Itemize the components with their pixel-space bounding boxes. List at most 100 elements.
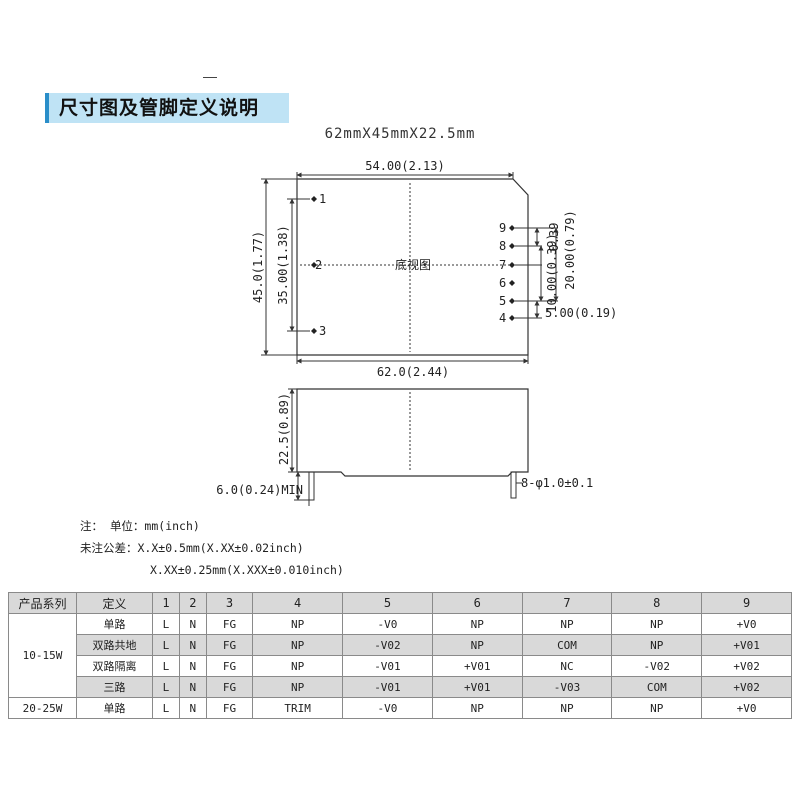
pin-label-5: 5 xyxy=(499,294,506,308)
dimension-drawing: 1 2 3 9 8 7 6 5 4 54.00(2.13) 62.0(2.44)… xyxy=(216,159,617,506)
pin-cell: FG xyxy=(205,634,254,656)
pin-marker-3 xyxy=(311,328,317,334)
notes-tolerance-label: 未注公差： xyxy=(80,541,138,555)
dim-pin-length-label: 6.0(0.24)MIN xyxy=(216,483,303,497)
pin-cell: +V02 xyxy=(701,676,792,698)
notes-tolerance-2: X.XX±0.25mm(X.XXX±0.010inch) xyxy=(150,563,344,577)
definition-cell: 单路 xyxy=(76,613,153,635)
pin-cell: N xyxy=(178,613,207,635)
dim-left-inner-label: 35.00(1.38) xyxy=(276,225,290,304)
pin-cell: -V02 xyxy=(342,634,433,656)
header-pin-3: 3 xyxy=(205,592,254,614)
pin-label-7: 7 xyxy=(499,258,506,272)
header-pin-5: 5 xyxy=(342,592,433,614)
pin-cell: +V01 xyxy=(431,655,523,677)
header-definition: 定义 xyxy=(76,592,153,614)
pin-label-8: 8 xyxy=(499,239,506,253)
pin-cell: COM xyxy=(611,676,703,698)
pin-cell: -V01 xyxy=(342,676,433,698)
bottom-view-outline xyxy=(296,178,529,356)
pin-marker-5 xyxy=(509,298,515,304)
side-view-outline xyxy=(296,388,529,477)
series-cell: 10-15W xyxy=(8,613,77,698)
pin-cell: L xyxy=(152,613,180,635)
header-pin-1: 1 xyxy=(152,592,180,614)
pin-label-1: 1 xyxy=(319,192,326,206)
definition-cell: 双路隔离 xyxy=(76,655,153,677)
pin-cell: L xyxy=(152,676,180,698)
pin-cell: FG xyxy=(205,676,254,698)
dim-pitch-label: 5.00(0.19) xyxy=(545,306,617,320)
dim-top-label: 54.00(2.13) xyxy=(365,159,444,173)
table-header-row: 产品系列 定义 1 2 3 4 5 6 7 8 9 xyxy=(8,592,792,614)
pin-cell: +V0 xyxy=(701,613,792,635)
top-dash xyxy=(203,77,217,78)
header-pin-8: 8 xyxy=(611,592,703,614)
definition-cell: 双路共地 xyxy=(76,634,153,656)
pin-cell: -V0 xyxy=(342,613,433,635)
dim-right-outer-label: 20.00(0.79) xyxy=(563,210,577,289)
header-pin-6: 6 xyxy=(431,592,523,614)
pin-cell: L xyxy=(152,634,180,656)
pin-cell: +V01 xyxy=(431,676,523,698)
pin-cell: NP xyxy=(431,697,523,719)
dim-left-outer-label: 45.0(1.77) xyxy=(251,231,265,303)
header-pin-7: 7 xyxy=(521,592,613,614)
pin-cell: -V02 xyxy=(611,655,703,677)
pin-marker-9 xyxy=(509,225,515,231)
pin-cell: N xyxy=(178,655,207,677)
pin-cell: NP xyxy=(521,613,613,635)
pin-cell: NP xyxy=(252,676,344,698)
pin-cell: +V0 xyxy=(701,697,792,719)
pin-marker-4 xyxy=(509,315,515,321)
pin-cell: +V02 xyxy=(701,655,792,677)
notes: 注： 单位：mm(inch) 未注公差：X.X±0.5mm(X.XX±0.02i… xyxy=(80,515,344,581)
pin-cell: FG xyxy=(205,697,254,719)
header-pin-9: 9 xyxy=(701,592,792,614)
pin-cell: NP xyxy=(252,613,344,635)
pin-cell: NP xyxy=(431,613,523,635)
notes-unit: 单位：mm(inch) xyxy=(109,519,200,533)
dim-height-label: 22.5(0.89) xyxy=(277,393,291,465)
header-pin-4: 4 xyxy=(252,592,344,614)
pin-cell: NP xyxy=(431,634,523,656)
dim-right-mid-label: 10.00(0.39) xyxy=(545,233,559,312)
bottom-view-label: 底视图 xyxy=(395,257,431,272)
pin-label-6: 6 xyxy=(499,276,506,290)
side-pin-right xyxy=(510,471,517,499)
pin-cell: FG xyxy=(205,613,254,635)
notes-tolerance-1: X.X±0.5mm(X.XX±0.02inch) xyxy=(137,541,304,555)
pin-marker-2 xyxy=(311,262,317,268)
series-cell: 20-25W xyxy=(8,697,77,719)
pin-label-4: 4 xyxy=(499,311,506,325)
pin-marker-6 xyxy=(509,280,515,286)
dim-right-small-label: 0.39 xyxy=(547,223,561,252)
pin-cell: NC xyxy=(521,655,613,677)
header-series: 产品系列 xyxy=(8,592,77,614)
pin-cell: N xyxy=(178,676,207,698)
header-pin-2: 2 xyxy=(178,592,207,614)
pin-marker-8 xyxy=(509,243,515,249)
pin-label-9: 9 xyxy=(499,221,506,235)
pin-cell: NP xyxy=(611,634,703,656)
pin-cell: N xyxy=(178,634,207,656)
pin-cell: NP xyxy=(521,697,613,719)
pin-marker-1 xyxy=(311,196,317,202)
pin-cell: NP xyxy=(611,613,703,635)
pin-cell: L xyxy=(152,697,180,719)
pin-label-3: 3 xyxy=(319,324,326,338)
section-title: 尺寸图及管脚定义说明 xyxy=(45,93,289,123)
pin-label-2: 2 xyxy=(315,258,322,272)
pin-cell: +V01 xyxy=(701,634,792,656)
pin-cell: NP xyxy=(252,655,344,677)
pin-cell: FG xyxy=(205,655,254,677)
pin-cell: NP xyxy=(611,697,703,719)
pin-cell: L xyxy=(152,655,180,677)
pin-cell: -V0 xyxy=(342,697,433,719)
